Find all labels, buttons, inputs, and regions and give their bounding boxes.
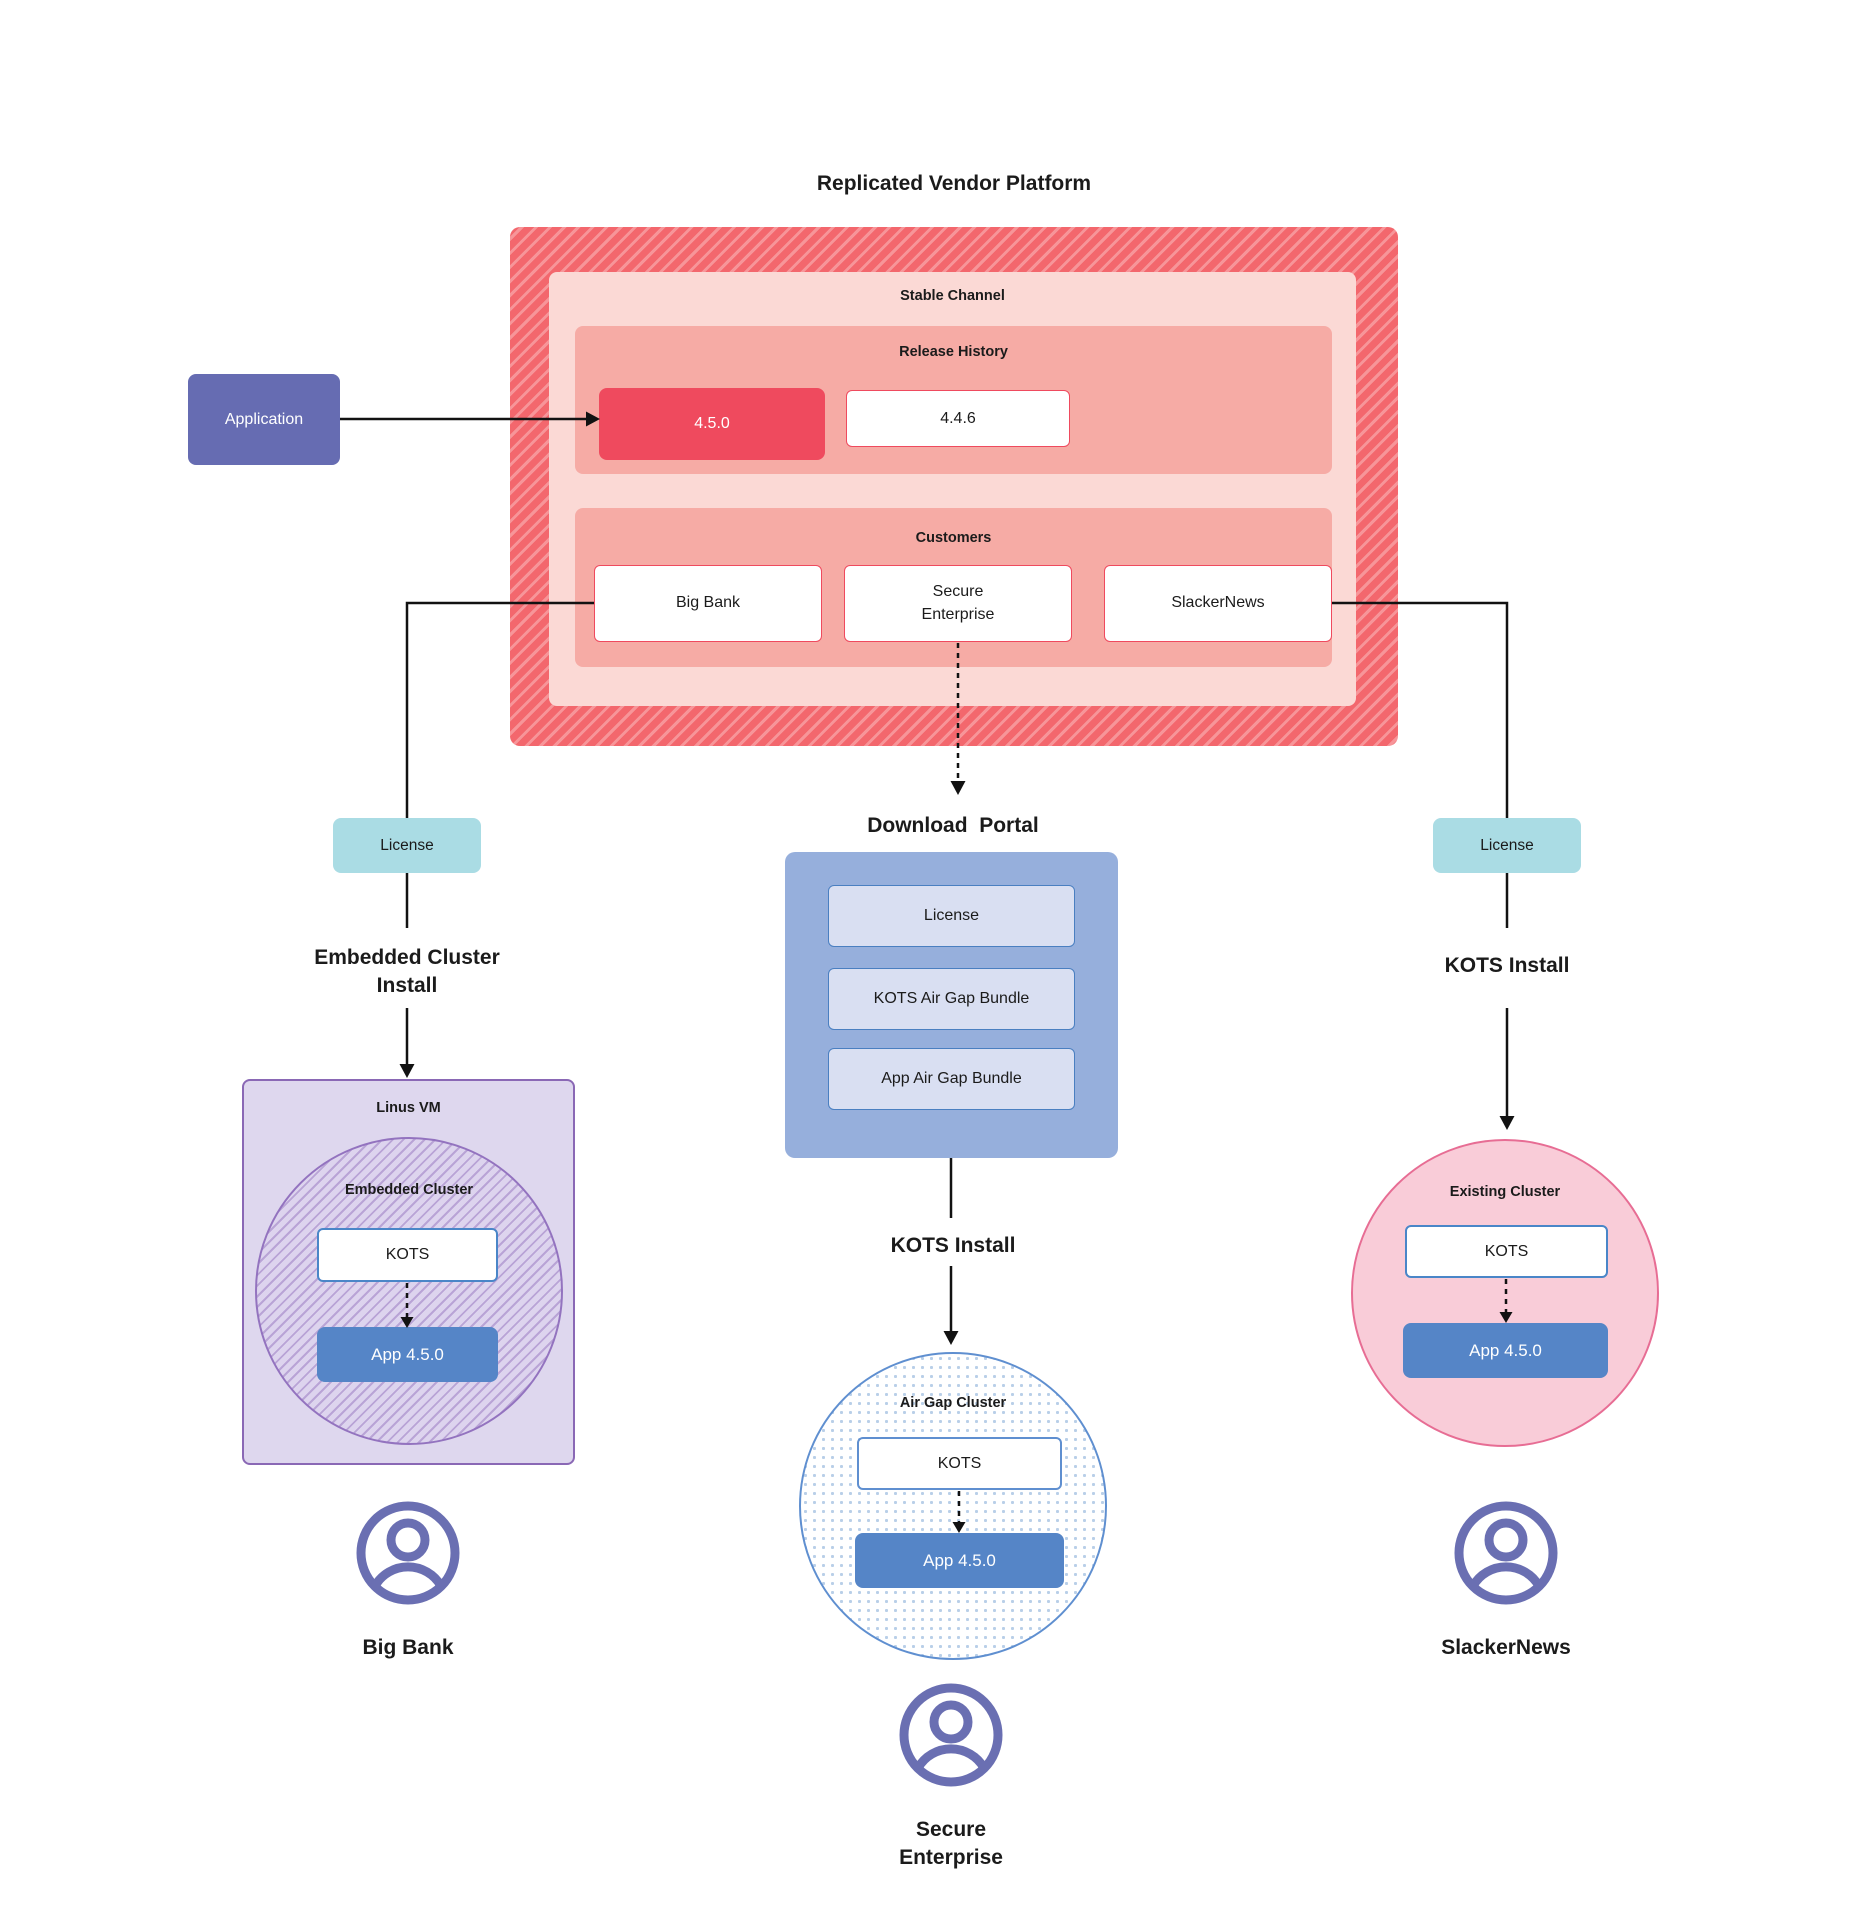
arrowhead-download-portal [950,781,966,795]
customer-secure-enterprise-box: Secure Enterprise [844,565,1072,642]
license-chip-right: License [1433,818,1581,873]
page-title: Replicated Vendor Platform [816,172,1092,195]
embedded-cluster-circle [255,1137,563,1445]
portal-kots-airgap-bundle-item: KOTS Air Gap Bundle [828,968,1075,1030]
kots-box-left: KOTS [317,1228,498,1282]
existing-cluster-label: Existing Cluster [1449,1184,1561,1200]
customer-slackernews-box: SlackerNews [1104,565,1332,642]
air-gap-cluster-label: Air Gap Cluster [899,1395,1007,1411]
embedded-cluster-install-label: Embedded Cluster Install [314,946,500,998]
portal-app-airgap-bundle-item: App Air Gap Bundle [828,1048,1075,1110]
kots-box-middle: KOTS [857,1437,1062,1490]
air-gap-cluster-circle [799,1352,1107,1660]
customers-label: Customers [915,530,992,546]
release-4-5-0-box: 4.5.0 [599,388,825,460]
persona-big-bank-label: Big Bank [362,1636,454,1659]
arrowhead-kots-install-mid [943,1331,959,1345]
portal-license-item: License [828,885,1075,947]
arrowhead-embedded-install [399,1064,415,1078]
kots-box-right: KOTS [1405,1225,1608,1278]
app-box-middle: App 4.5.0 [855,1533,1064,1588]
arrowhead-kots-install-right [1499,1116,1515,1130]
kots-install-label-middle: KOTS Install [890,1234,1016,1257]
linus-vm-label: Linus VM [376,1100,441,1116]
license-chip-left: License [333,818,481,873]
app-box-right: App 4.5.0 [1403,1323,1608,1378]
embedded-cluster-circle-label: Embedded Cluster [344,1182,474,1198]
secure-enterprise-person-icon [899,1683,1003,1787]
app-box-left: App 4.5.0 [317,1327,498,1382]
big-bank-person-icon [356,1501,460,1605]
release-4-4-6-box: 4.4.6 [846,390,1070,447]
customer-big-bank-box: Big Bank [594,565,822,642]
stable-channel-label: Stable Channel [900,288,1005,304]
slackernews-person-icon [1454,1501,1558,1605]
download-portal-label: Download Portal [867,814,1039,837]
kots-install-label-right: KOTS Install [1444,954,1570,977]
persona-slackernews-label: SlackerNews [1441,1636,1571,1659]
release-history-label: Release History [899,344,1008,360]
application-box: Application [188,374,340,465]
persona-secure-enterprise-label: Secure Enterprise [899,1818,1003,1870]
